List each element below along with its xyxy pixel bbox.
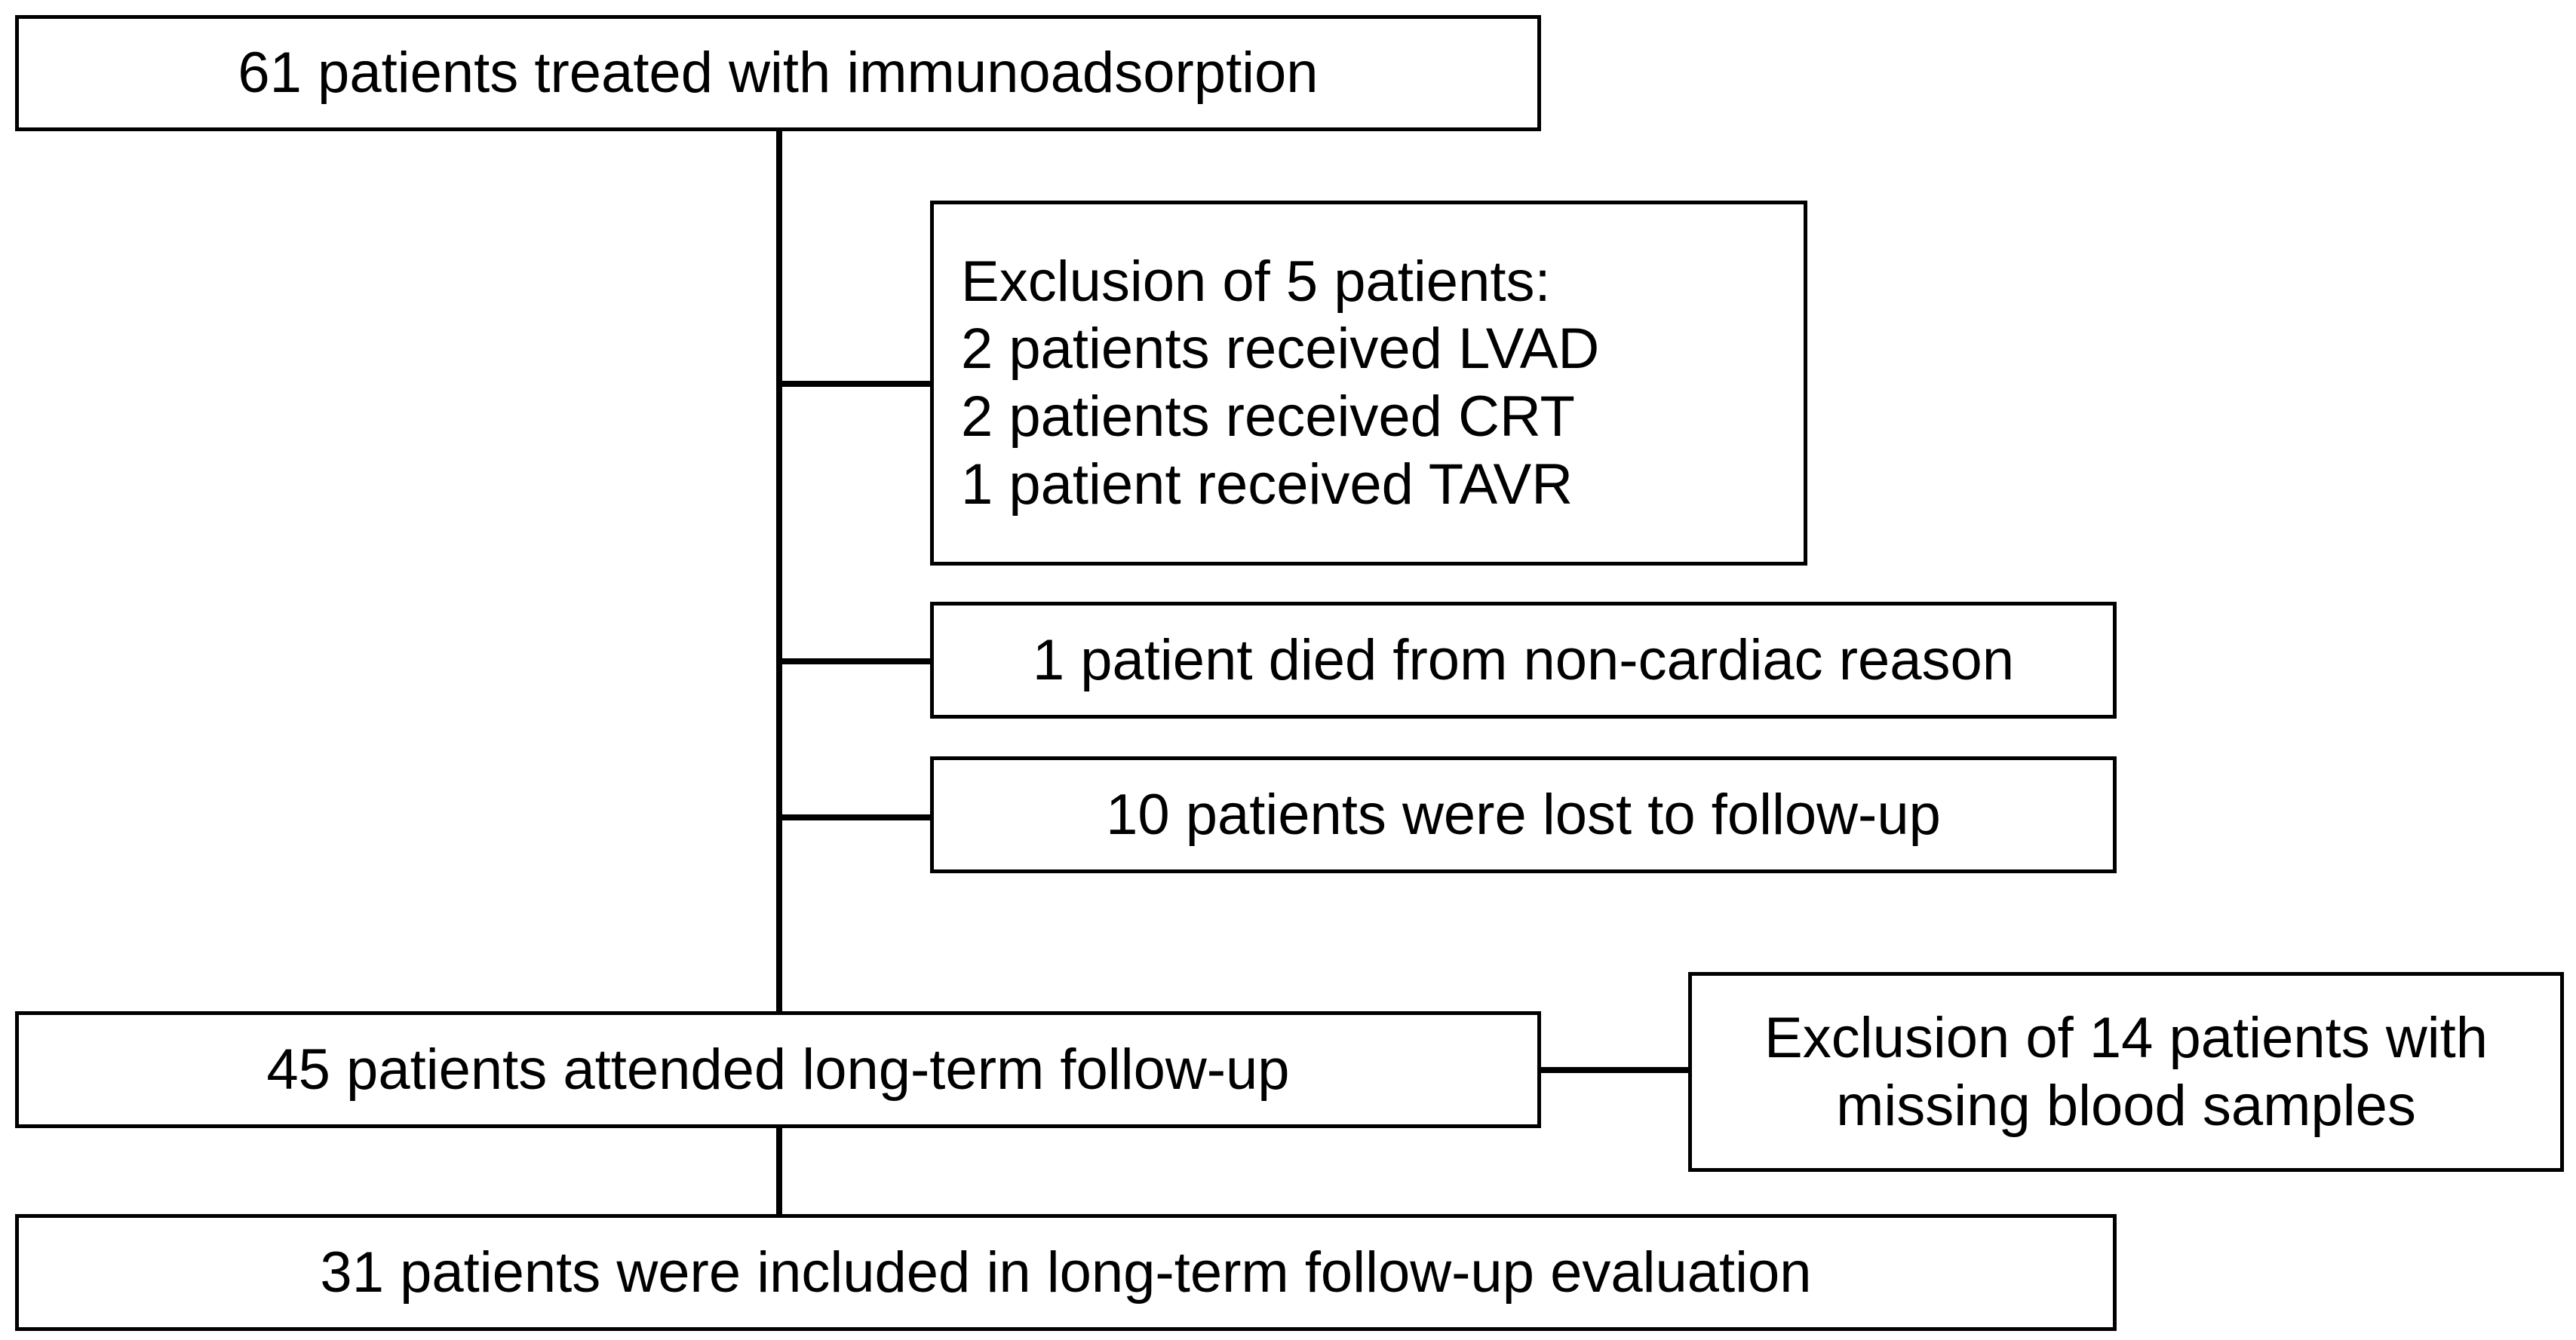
missing-samples-box: Exclusion of 14 patients with missing bl… — [1688, 972, 2564, 1172]
exclusion-box: Exclusion of 5 patients: 2 patients rece… — [930, 201, 1807, 566]
top-box: 61 patients treated with immunoadsorptio… — [15, 15, 1541, 131]
missing-samples-connector — [1539, 1067, 1690, 1073]
lost-branch-connector — [776, 814, 932, 820]
final-box-text: 31 patients were included in long-term f… — [320, 1240, 1812, 1305]
exclusion-item-lvad: 2 patients received LVAD — [961, 317, 1600, 382]
missing-samples-lines: Exclusion of 14 patients with missing bl… — [1764, 1004, 2488, 1139]
exclusion-item-crt: 2 patients received CRT — [961, 385, 1575, 449]
top-box-text: 61 patients treated with immunoadsorptio… — [238, 41, 1319, 106]
followup-box: 45 patients attended long-term follow-up — [15, 1011, 1541, 1128]
lost-box-text: 10 patients were lost to follow-up — [1106, 782, 1941, 847]
exclusion-branch-connector — [776, 381, 932, 387]
died-box-text: 1 patient died from non-cardiac reason — [1032, 627, 2015, 692]
missing-samples-line-1: Exclusion of 14 patients with — [1764, 1005, 2488, 1070]
lost-box: 10 patients were lost to follow-up — [930, 756, 2117, 873]
died-branch-connector — [776, 658, 932, 664]
died-box: 1 patient died from non-cardiac reason — [930, 602, 2117, 719]
exclusion-item-tavr: 1 patient received TAVR — [961, 452, 1574, 517]
final-box: 31 patients were included in long-term f… — [15, 1214, 2117, 1331]
final-vertical-connector — [776, 1126, 782, 1216]
missing-samples-line-2: missing blood samples — [1836, 1073, 2416, 1138]
exclusion-box-lines: Exclusion of 5 patients: 2 patients rece… — [961, 248, 1599, 519]
followup-box-text: 45 patients attended long-term follow-up — [266, 1037, 1290, 1102]
exclusion-box-title: Exclusion of 5 patients: — [961, 249, 1551, 314]
main-vertical-connector — [776, 130, 782, 1013]
